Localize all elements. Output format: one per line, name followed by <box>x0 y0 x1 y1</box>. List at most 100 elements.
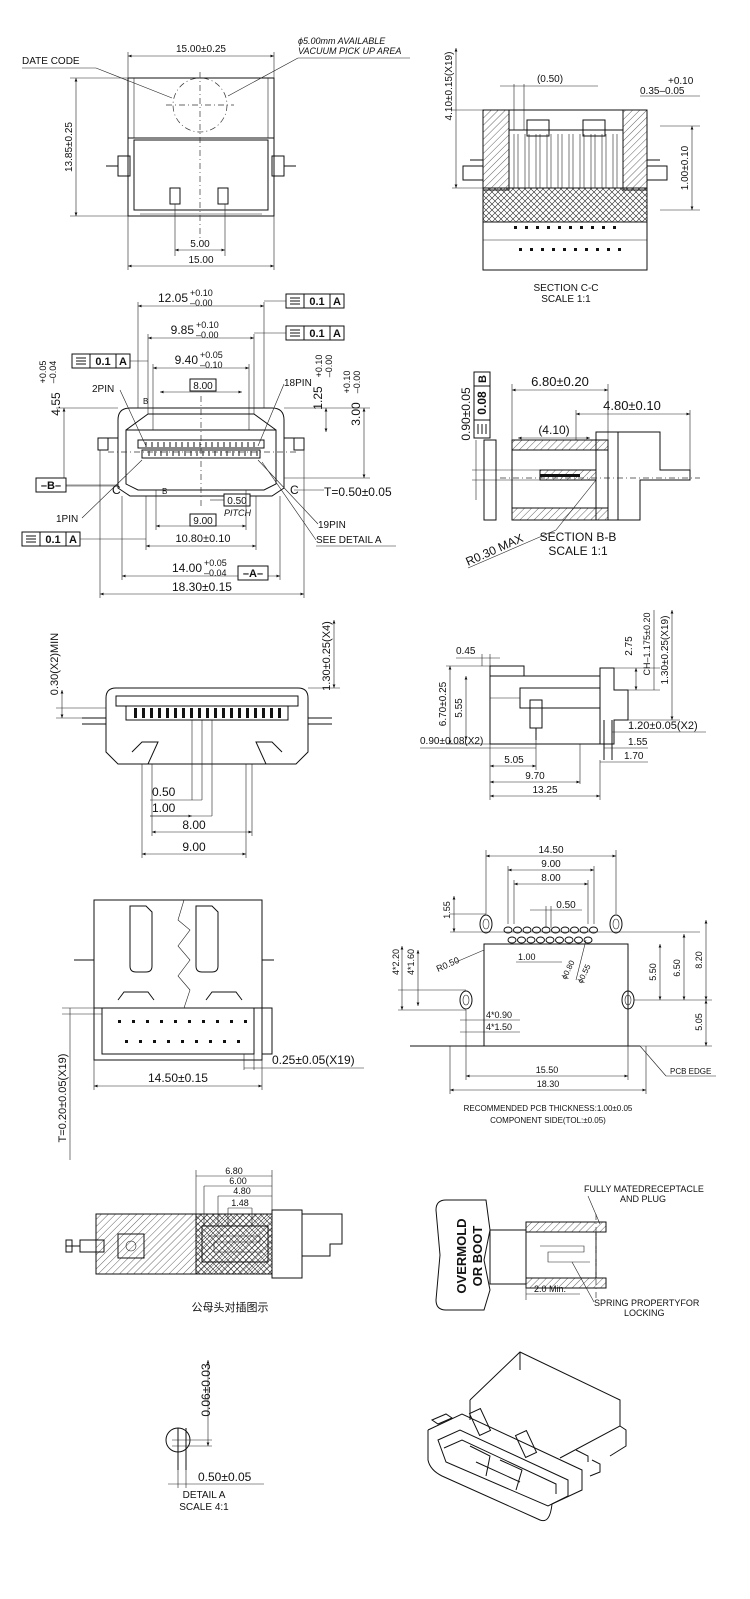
cc-lead-dot <box>574 248 577 251</box>
tol-box-3: 0.1 A <box>71 353 148 369</box>
sf-dim-8-00: 8.00 <box>182 818 206 832</box>
sf-dim-9-00: 9.00 <box>182 840 206 854</box>
dim-9-85: 9.85 <box>171 323 195 337</box>
cc-lead-dot <box>580 226 583 229</box>
svg-text:C: C <box>290 483 299 497</box>
cc-lead-dot <box>547 226 550 229</box>
pcb-note-1: RECOMMENDED PCB THICKNESS:1.00±0.05 <box>464 1104 633 1113</box>
pcb-edge-label: PCB EDGE <box>670 1067 711 1076</box>
pin2-label: 2PIN <box>92 384 114 395</box>
pickup-note-1: ϕ5.00mm AVAILABLE <box>298 36 386 46</box>
isometric-view <box>427 1351 627 1522</box>
bv-lead-dot <box>216 1020 219 1023</box>
sf-contact <box>158 708 161 718</box>
bv-lead-dot <box>209 1040 212 1043</box>
da-dim-0-50: 0.50±0.05 <box>198 1470 252 1484</box>
spring-2: LOCKING <box>624 1308 665 1318</box>
side-front-view: 0.30(X2)MIN 1.30±0.25(X4) 0.50 1.00 8.00… <box>49 620 340 858</box>
sv-dim-2-75: 2.75 <box>624 636 635 656</box>
pcb-dim-14-50: 14.50 <box>538 845 563 856</box>
side-view: 0.45 6.70±0.25 5.55 2.75 CH–1.175±0.20 1… <box>420 610 706 800</box>
bb-dim-4-10: (4.10) <box>538 423 569 437</box>
dim-8-00: 8.00 <box>193 381 213 392</box>
sv-dim-0-90: 0.90±0.08(X2) <box>420 736 483 747</box>
svg-text:0.1: 0.1 <box>309 328 324 340</box>
sf-contact <box>174 708 177 718</box>
bv-lead-dot <box>244 1020 247 1023</box>
sv-dim-0-45: 0.45 <box>456 646 476 657</box>
svg-text:0.1: 0.1 <box>95 356 110 368</box>
bottom-view: T=0.20±0.05(X19) 0.25±0.05(X19) 14.50±0.… <box>57 899 364 1160</box>
pcb-pad-bottom <box>517 936 526 944</box>
spring-1: SPRING PROPERTYFOR <box>594 1298 700 1308</box>
dim-12-05-dn: –0.00 <box>190 298 213 308</box>
mating-view: 6.80 6.00 4.80 1.48 公母头对插图示 <box>65 1166 343 1314</box>
pcb-pad-bottom <box>526 936 536 944</box>
top-height-dim: 13.85±0.25 <box>64 122 75 172</box>
bottom-width-dim: 15.00 <box>188 255 213 266</box>
svg-text:+0.05: +0.05 <box>38 361 48 384</box>
sf-contact <box>166 708 169 718</box>
cc-scale: SCALE 1:1 <box>541 294 591 305</box>
fully-mated-2: AND PLUG <box>620 1194 666 1204</box>
pcb-dim-4x2-20: 4*2.20 <box>391 949 401 975</box>
dim-14-00: 14.00 <box>172 561 202 575</box>
sv-dim-1-30: 1.30±0.25(X19) <box>660 616 671 685</box>
svg-text:A: A <box>333 296 341 308</box>
bv-lead-dot <box>202 1020 205 1023</box>
pcb-pad-top <box>579 926 589 934</box>
dim-9-85-up: +0.10 <box>196 320 219 330</box>
pin18-label: 18PIN <box>284 378 312 389</box>
sf-contact <box>238 708 241 718</box>
pcb-pad-top <box>551 926 560 934</box>
bv-dim-0-25: 0.25±0.05(X19) <box>272 1053 355 1067</box>
cc-lead-dot <box>558 226 561 229</box>
cc-lead-dot <box>563 248 566 251</box>
dim-9-00: 9.00 <box>193 516 213 527</box>
pcb-pad-bottom <box>564 936 574 944</box>
sf-contact <box>198 708 201 718</box>
sf-contact <box>214 708 217 718</box>
svg-text:0.1: 0.1 <box>45 534 60 546</box>
svg-text:B: B <box>143 397 148 406</box>
top-width-dim: 15.00±0.25 <box>176 44 226 55</box>
sf-contact <box>150 708 153 718</box>
pcb-dim-4x1-60: 4*1.60 <box>406 949 416 975</box>
sv-dim-1-70: 1.70 <box>624 751 644 762</box>
detail-a: 0.06±0.03 0.50±0.05 DETAIL A SCALE 4:1 <box>165 1360 264 1513</box>
pitch-label: PITCH <box>224 508 252 518</box>
dim-10-80: 10.80±0.10 <box>176 533 231 545</box>
cc-title: SECTION C-C <box>534 283 599 294</box>
mv-dim-1-48: 1.48 <box>231 1198 249 1208</box>
top-view: 15.00±0.25 13.85±0.25 5.00 15.00 DATE CO… <box>22 36 410 270</box>
cc-lead-dot <box>541 248 544 251</box>
sv-dim-ch: CH–1.175±0.20 <box>642 613 652 676</box>
tol-box-4: 0.1 A <box>21 531 146 547</box>
sf-contact <box>142 708 145 718</box>
sf-dim-0-30: 0.30(X2)MIN <box>49 633 61 695</box>
pcb-dim-0-50: 0.50 <box>556 900 576 911</box>
svg-text:0.1: 0.1 <box>309 296 324 308</box>
bv-lead-dot <box>118 1020 121 1023</box>
sv-dim-5-55: 5.55 <box>454 698 465 718</box>
datum-a: –A– <box>243 568 263 580</box>
cc-height-dim: 4.10±0.15(X19) <box>444 52 455 121</box>
svg-text:–0.04: –0.04 <box>204 568 227 578</box>
svg-text:+0.10: +0.10 <box>314 355 324 378</box>
svg-text:–0.00: –0.00 <box>324 355 334 378</box>
pcb-pad-bottom <box>583 936 593 944</box>
cc-right-height: 1.00±0.10 <box>680 145 691 190</box>
bb-dim-4-80: 4.80±0.10 <box>603 398 661 413</box>
dim-12-05-up: +0.10 <box>190 288 213 298</box>
mv-dim-4-80: 4.80 <box>233 1186 251 1196</box>
pcb-dim-18-30: 18.30 <box>537 1079 560 1089</box>
bv-dim-14-50: 14.50±0.15 <box>148 1071 208 1085</box>
pcb-dim-8-00: 8.00 <box>541 873 561 884</box>
dim-9-85-dn: –0.00 <box>196 330 219 340</box>
sv-dim-1-20: 1.20±0.05(X2) <box>628 720 698 732</box>
dim-9-40-up: +0.05 <box>200 350 223 360</box>
da-dim-0-06: 0.06±0.03 <box>199 1363 213 1417</box>
cc-lead-dot <box>602 226 605 229</box>
sf-contact <box>254 708 257 718</box>
